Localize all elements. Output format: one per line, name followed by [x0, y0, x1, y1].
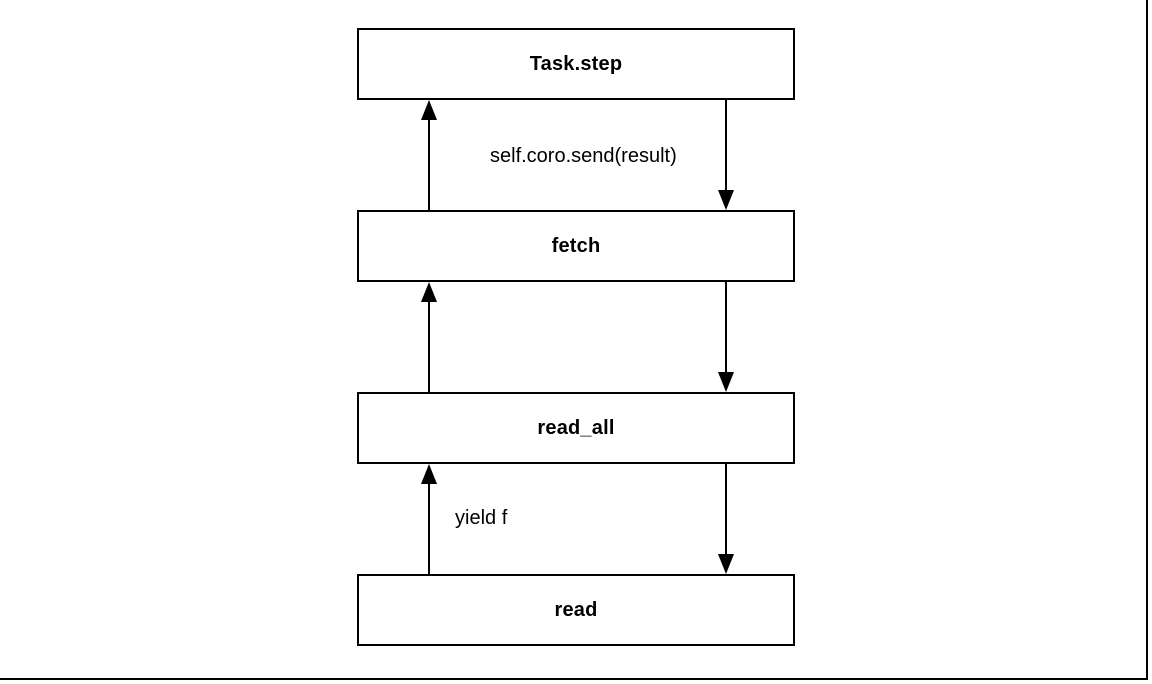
arrow-down-fetch-to-read-all [718, 282, 734, 392]
arrow-up-read-all-to-fetch [421, 282, 437, 392]
arrow-down-task-step-to-fetch [718, 100, 734, 210]
node-read-label: read [554, 598, 598, 621]
arrow-up-fetch-to-task-step [421, 100, 437, 210]
node-fetch-label: fetch [551, 234, 601, 257]
arrow-shaft [428, 299, 430, 392]
arrow-up-read-to-read-all [421, 464, 437, 574]
arrow-down-read-all-to-read [718, 464, 734, 574]
edge-label-yield-f: yield f [455, 507, 508, 529]
frame-right-line [1146, 0, 1148, 680]
frame-bottom-line [0, 678, 1148, 680]
arrowhead-down-icon [718, 372, 734, 392]
arrowhead-up-icon [421, 282, 437, 302]
node-read-all: read_all [357, 392, 795, 464]
node-task-step: Task.step [357, 28, 795, 100]
arrowhead-up-icon [421, 464, 437, 484]
node-fetch: fetch [357, 210, 795, 282]
arrow-shaft [428, 117, 430, 210]
node-read-all-label: read_all [537, 416, 615, 439]
arrow-shaft [428, 481, 430, 574]
arrow-shaft [725, 282, 727, 375]
node-read: read [357, 574, 795, 646]
node-task-step-label: Task.step [529, 52, 623, 75]
arrowhead-up-icon [421, 100, 437, 120]
edge-label-self-coro-send: self.coro.send(result) [490, 145, 677, 167]
arrow-shaft [725, 464, 727, 557]
arrowhead-down-icon [718, 554, 734, 574]
arrow-shaft [725, 100, 727, 193]
arrowhead-down-icon [718, 190, 734, 210]
